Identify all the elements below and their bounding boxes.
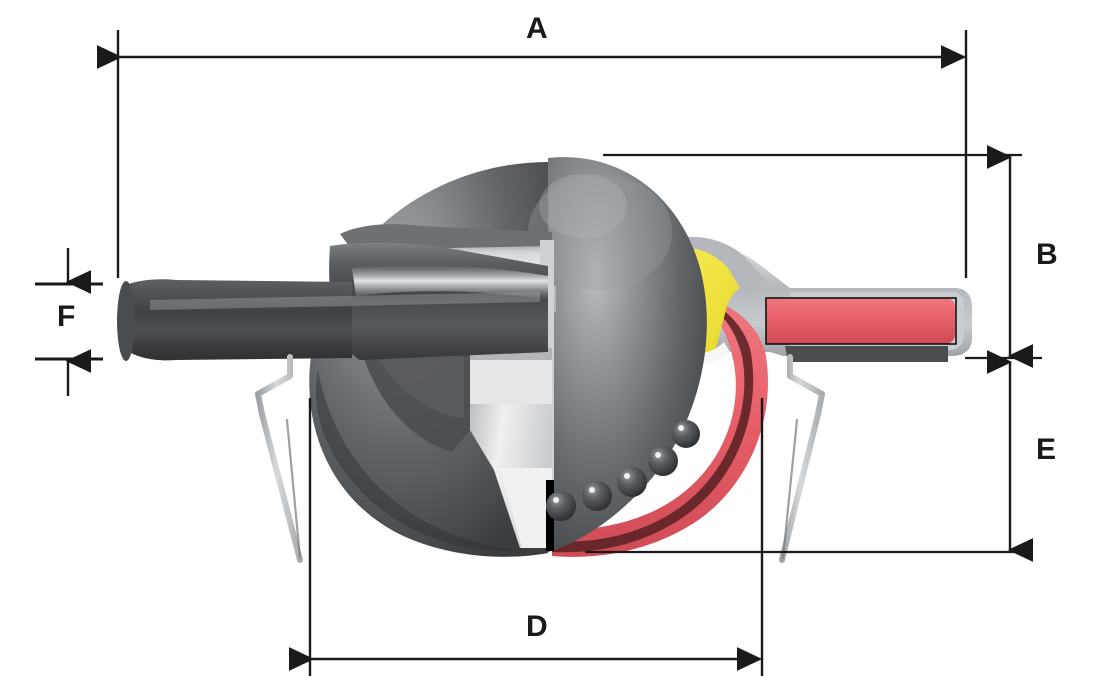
wire-leg-right-shade — [781, 418, 799, 560]
bearing-ball-glint — [678, 425, 684, 431]
dimension-label-D: D — [526, 610, 548, 643]
shaft-cylinder — [124, 279, 352, 361]
ball-dome-highlight — [528, 174, 672, 290]
wire-legs — [255, 354, 825, 563]
bearing-ball-glint — [589, 487, 595, 493]
dimension-label-E: E — [1036, 433, 1057, 466]
red-gasket-assembly — [765, 297, 957, 362]
bearing-ball-row — [546, 420, 700, 521]
housing-upper-cap — [676, 236, 766, 298]
red-ring-assembly — [552, 298, 769, 557]
ball-dome-highlight-2 — [539, 174, 627, 238]
red-gasket-strip — [766, 298, 955, 344]
bearing-ball — [617, 467, 647, 497]
shaft-highlight — [150, 292, 540, 310]
wire-leg-left — [255, 354, 303, 563]
gasket-outline — [765, 297, 957, 345]
dimension-annotations — [35, 30, 1042, 676]
red-ring-shadow — [552, 298, 754, 553]
mounting-shaft-assembly — [117, 242, 548, 361]
wire-legs-shade — [285, 418, 799, 560]
dimension-F — [35, 248, 103, 396]
bearing-ball — [672, 420, 700, 448]
bearing-ball — [546, 491, 576, 521]
dimension-label-B: B — [1036, 238, 1058, 271]
bearing-ball — [582, 481, 612, 511]
dimension-label-A: A — [526, 12, 548, 45]
dimension-D — [288, 398, 764, 676]
bearing-ball-glint — [655, 452, 661, 458]
dimension-label-F: F — [57, 300, 76, 333]
red-ring — [552, 300, 769, 557]
bearing-ball-glint — [624, 473, 630, 479]
hub-sweep-highlight — [352, 265, 548, 300]
cut-pocket-mid — [470, 348, 552, 404]
product-illustration — [117, 157, 972, 563]
bearing-ball — [648, 446, 678, 476]
housing-dark-underlip — [785, 346, 948, 362]
shaft-end-cap — [117, 281, 135, 361]
wire-leg-left-shade — [285, 418, 302, 560]
cut-face-lower-bright — [500, 468, 552, 548]
bearing-ball-glint — [553, 497, 559, 503]
wire-leg-right — [779, 354, 825, 563]
dimension-E — [585, 350, 1034, 562]
